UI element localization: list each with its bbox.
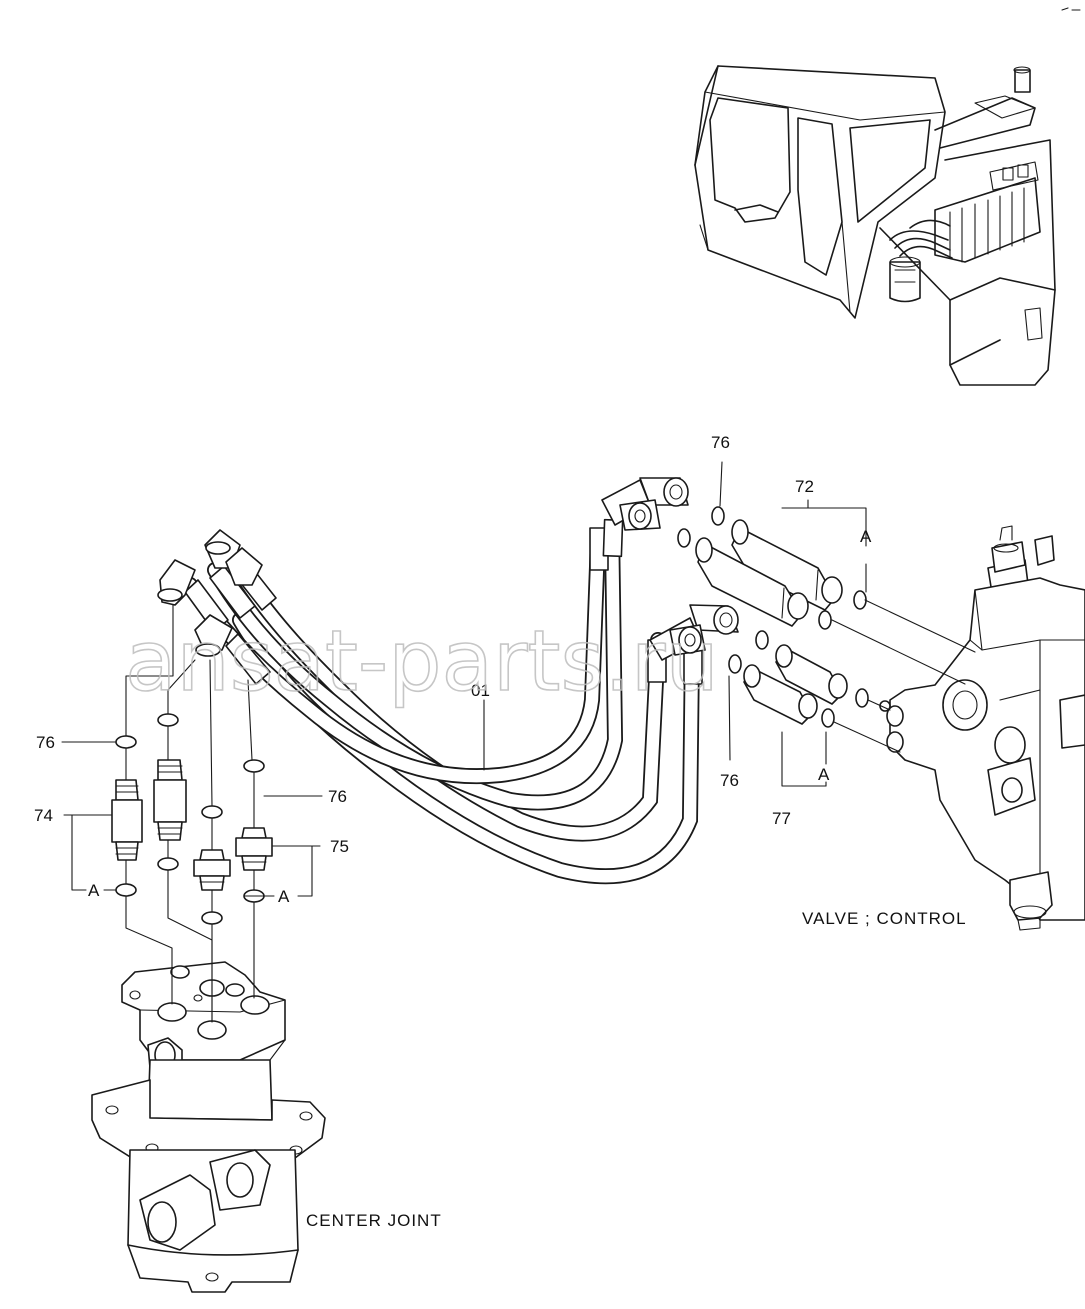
right-o-rings xyxy=(677,506,869,728)
label-01: 01 xyxy=(471,681,490,700)
label-a-right: A xyxy=(818,765,830,784)
excavator-overview-illustration xyxy=(694,65,1056,386)
part-number-labels: 76 72 A 01 76 A 77 76 74 A 76 75 A xyxy=(34,433,872,906)
watermark-text: ansat-parts.ru xyxy=(125,612,719,710)
control-valve xyxy=(879,525,1085,931)
label-a-top: A xyxy=(860,527,872,546)
adapter-fittings-75 xyxy=(193,827,273,891)
label-77: 77 xyxy=(772,809,791,828)
label-74: 74 xyxy=(34,806,53,825)
adapter-fittings-72 xyxy=(695,519,843,627)
label-76-mid: 76 xyxy=(328,787,347,806)
adapter-fittings-74 xyxy=(111,759,187,861)
adapter-fittings-77 xyxy=(743,644,848,725)
left-leader-lines xyxy=(125,604,255,1023)
left-hose-elbows xyxy=(157,529,263,657)
label-a-left: A xyxy=(88,881,100,900)
component-captions: VALVE ; CONTROL CENTER JOINT xyxy=(306,909,967,1230)
right-leader-lines xyxy=(719,461,976,761)
center-joint xyxy=(91,961,326,1293)
label-72: 72 xyxy=(795,477,814,496)
callout-brackets xyxy=(61,499,867,897)
left-o-rings xyxy=(115,713,265,925)
label-76-top: 76 xyxy=(711,433,730,452)
right-hose-elbows xyxy=(601,477,739,661)
label-75: 75 xyxy=(330,837,349,856)
corner-mark xyxy=(1061,7,1081,11)
hose-assembly-01 xyxy=(182,518,703,885)
caption-center-joint: CENTER JOINT xyxy=(306,1211,442,1230)
label-76-left: 76 xyxy=(36,733,55,752)
caption-control-valve: VALVE ; CONTROL xyxy=(802,909,967,928)
label-a-mid: A xyxy=(278,887,290,906)
label-76-right: 76 xyxy=(720,771,739,790)
